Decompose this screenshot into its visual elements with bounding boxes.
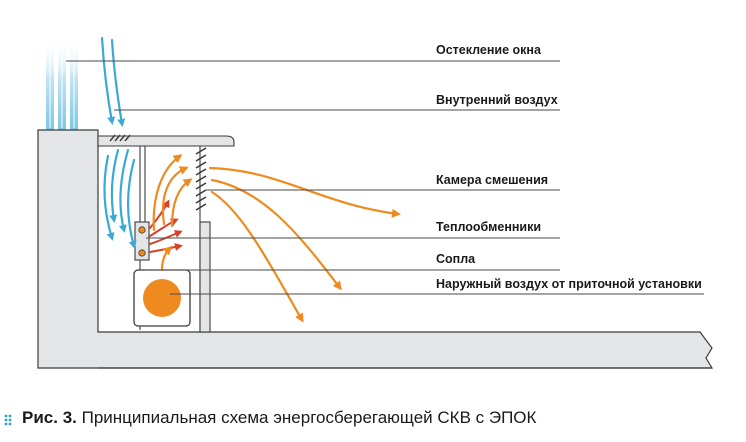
outdoor-air-duct bbox=[133, 269, 191, 327]
caption-dots-icon bbox=[4, 414, 12, 426]
inner-air-flow bbox=[100, 36, 137, 249]
label-outdoor-air: Наружный воздух от приточной установки bbox=[436, 277, 702, 291]
figure-caption: Рис. 3. Принципиальная схема энергосбере… bbox=[22, 408, 536, 428]
supply-air-flow bbox=[152, 154, 401, 323]
leader-lines bbox=[66, 60, 704, 295]
mixing-chamber-louvers bbox=[195, 147, 207, 211]
nozzle-icon bbox=[138, 249, 146, 257]
window-sill-panel bbox=[97, 135, 235, 147]
figure-title: Принципиальная схема энергосберегающей С… bbox=[81, 408, 537, 427]
sill-grille bbox=[109, 134, 131, 142]
figure-number: Рис. 3. bbox=[22, 408, 77, 427]
heat-exchanger-unit bbox=[134, 221, 150, 261]
wall-and-floor bbox=[37, 129, 714, 369]
label-mixing-chamber: Камера смешения bbox=[436, 173, 548, 187]
label-heat-exchangers: Теплообменники bbox=[436, 220, 541, 234]
window-glazing bbox=[46, 38, 78, 130]
label-inner-air: Внутренний воздух bbox=[436, 93, 558, 107]
duct-air-icon bbox=[143, 279, 181, 317]
nozzle-icon bbox=[138, 226, 146, 234]
label-nozzles: Сопла bbox=[436, 252, 476, 266]
label-glazing: Остекление окна bbox=[436, 43, 542, 57]
